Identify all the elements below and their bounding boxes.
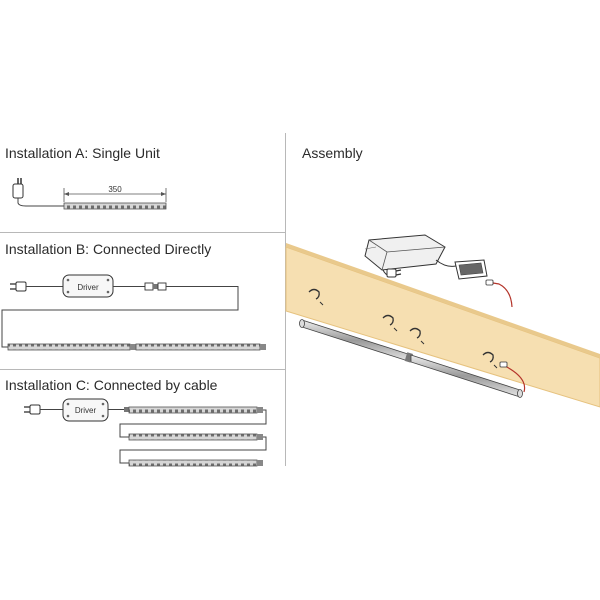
power-lead <box>504 365 526 393</box>
dimension-label: 350 <box>108 185 122 194</box>
strip-end-cap <box>257 460 263 466</box>
diagram-installation-c: Driver <box>24 398 267 467</box>
power-lead <box>486 281 513 308</box>
dimension-marker: 350 <box>63 185 167 202</box>
mounting-clip-icon <box>382 314 398 332</box>
installation-a-title: Installation A: Single Unit <box>5 145 160 161</box>
mounting-clip-icon <box>308 288 324 306</box>
led-strip <box>128 459 258 467</box>
led-tube <box>410 354 523 398</box>
strip-end-cap <box>257 434 263 440</box>
section-divider-bc <box>0 369 285 370</box>
section-divider-ab <box>0 232 285 233</box>
installation-c-title: Installation C: Connected by cable <box>5 377 218 393</box>
led-strip <box>135 343 261 351</box>
driver-label: Driver <box>75 406 97 415</box>
plug-icon <box>386 268 402 278</box>
plug-icon <box>24 404 63 415</box>
plug-icon <box>12 178 64 207</box>
led-strip <box>63 202 167 210</box>
diagram-installation-b: Driver <box>1 274 266 351</box>
switch-box-icon <box>454 259 488 280</box>
driver-box: Driver <box>62 274 114 298</box>
driver-cable <box>435 259 457 267</box>
driver-box: Driver <box>62 398 109 422</box>
mounting-clip-icon <box>482 351 498 369</box>
driver-unit <box>364 234 446 271</box>
lead-connector <box>485 279 494 286</box>
plug-icon <box>10 281 63 292</box>
led-strip <box>128 406 258 414</box>
installation-b-title: Installation B: Connected Directly <box>5 241 212 257</box>
shelf-edge <box>286 243 600 358</box>
assembly-illustration <box>285 234 600 408</box>
shelf-board <box>285 246 600 408</box>
led-strip <box>7 343 131 351</box>
strip-end-cap <box>257 407 263 413</box>
led-strip <box>128 433 258 441</box>
lead-connector <box>499 361 508 368</box>
strip-connector <box>124 407 129 412</box>
strip-end-cap <box>260 344 266 350</box>
connector-icon <box>144 282 167 291</box>
driver-label: Driver <box>77 283 99 292</box>
assembly-title: Assembly <box>302 145 363 161</box>
strip-connector <box>130 344 136 350</box>
mounting-clip-icon <box>409 327 425 345</box>
diagram-installation-a: 350 <box>12 178 167 210</box>
